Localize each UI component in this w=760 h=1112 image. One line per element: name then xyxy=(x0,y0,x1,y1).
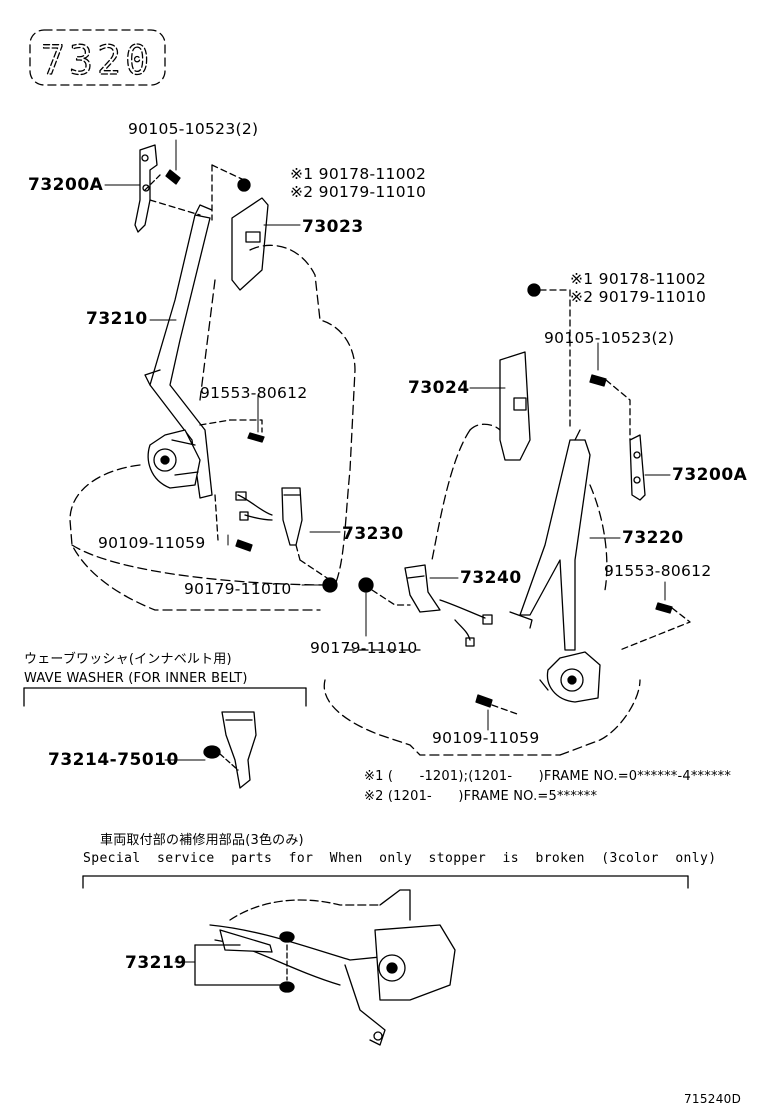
belt-73210 xyxy=(144,204,213,499)
right-nut-top xyxy=(527,283,571,431)
left-seat-outline xyxy=(69,244,356,611)
right-retractor xyxy=(539,651,601,703)
part-label-73219: 73219 xyxy=(125,953,187,973)
footnote-1: ※1 ( -1201);(1201- )FRAME NO.=0******-4*… xyxy=(364,769,732,784)
part-label-73023: 73023 xyxy=(302,217,364,237)
part-label-73220: 73220 xyxy=(622,528,684,548)
part-label-73210: 73210 xyxy=(86,309,148,329)
wave-washer-jp: ウェーブワッシャ(インナベルト用) xyxy=(24,652,232,667)
part-label-73200A-left: 73200A xyxy=(28,175,104,195)
part-label-73200A-right: 73200A xyxy=(672,465,748,485)
part-label-90109-left: 90109-11059 xyxy=(98,534,206,552)
part-label-nut-right-2: ※2 90179-11010 xyxy=(570,288,707,306)
wave-washer-en: WAVE WASHER (FOR INNER BELT) xyxy=(24,671,248,686)
right-lower-nut xyxy=(358,577,411,606)
buckle-73230 xyxy=(235,487,303,561)
left-screw xyxy=(199,419,265,443)
buckle-73240 xyxy=(404,564,493,647)
figure-id: 715240D xyxy=(684,1092,742,1106)
part-label-73214: 73214-75010 xyxy=(48,750,179,770)
center-lower-nut xyxy=(299,559,338,593)
left-retractor xyxy=(147,429,201,489)
part-label-73024: 73024 xyxy=(408,378,470,398)
leader-lines xyxy=(104,139,671,963)
wave-washer-section xyxy=(23,687,307,789)
right-anchor-73200A xyxy=(629,434,646,501)
belt-73220 xyxy=(509,429,591,651)
part-label-91553-left: 91553-80612 xyxy=(200,384,308,402)
part-label-90105-right: 90105-10523(2) xyxy=(544,329,675,347)
part-label-90109-right: 90109-11059 xyxy=(432,729,540,747)
part-label-73240: 73240 xyxy=(460,568,522,588)
part-label-90179-left: 90179-11010 xyxy=(184,580,292,598)
part-label-90179-center: 90179-11010 xyxy=(310,639,418,657)
special-parts-section xyxy=(82,875,689,1046)
left-nut xyxy=(149,164,251,221)
footnote-2: ※2 (1201- )FRAME NO.=5****** xyxy=(364,789,598,804)
part-label-73230: 73230 xyxy=(342,524,404,544)
part-label-91553-right: 91553-80612 xyxy=(604,562,712,580)
left-anchor-73200A xyxy=(134,144,181,233)
right-bolt xyxy=(589,374,631,441)
part-label-nut-right-1: ※1 90178-11002 xyxy=(570,270,707,288)
left-lower-bolt xyxy=(214,494,253,552)
part-label-90105-left: 90105-10523(2) xyxy=(128,120,259,138)
special-parts-jp: 車両取付部の補修用部品(3色のみ) xyxy=(100,833,304,848)
section-code-box: 7320 xyxy=(29,29,166,86)
right-screw xyxy=(619,602,691,651)
special-parts-en: Special service parts for When only stop… xyxy=(83,851,717,866)
right-lower-bolt xyxy=(475,694,521,716)
cover-73023 xyxy=(231,197,269,291)
section-code: 7320 xyxy=(41,38,153,84)
part-label-nut-left-1: ※1 90178-11002 xyxy=(290,165,427,183)
cover-73024 xyxy=(499,351,531,461)
part-label-nut-left-2: ※2 90179-11010 xyxy=(290,183,427,201)
right-seat-outline xyxy=(323,423,641,756)
